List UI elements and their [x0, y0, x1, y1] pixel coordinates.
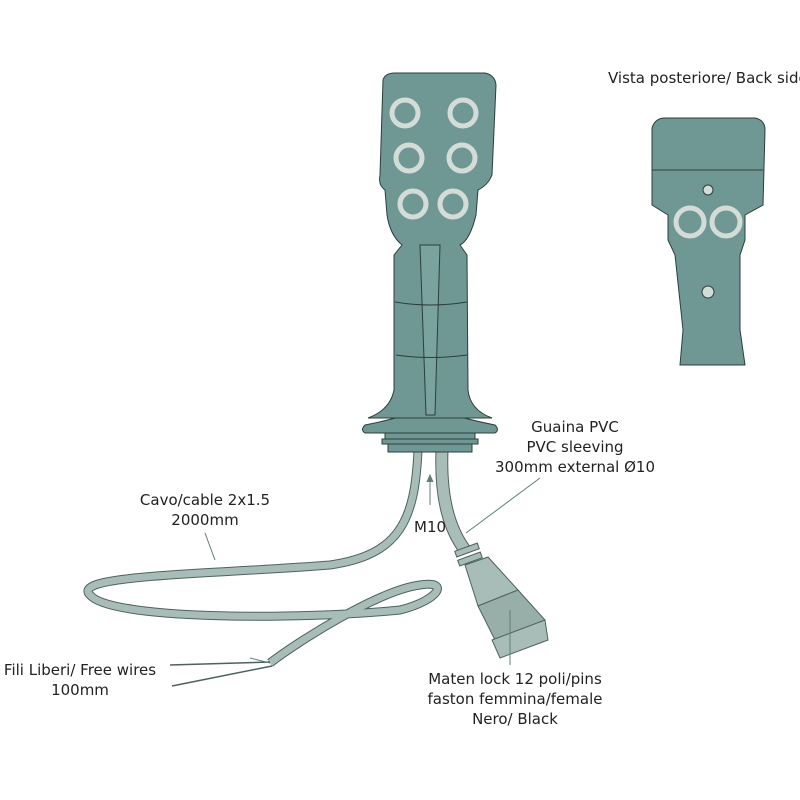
- sleeving-line-3: 300mm external Ø10: [494, 458, 655, 476]
- button-3: [393, 142, 425, 174]
- button-1: [389, 97, 421, 129]
- joystick-handle: [367, 72, 497, 419]
- cable-line-1: Cavo/cable 2x1.5: [139, 491, 271, 509]
- screw-icon: [701, 285, 715, 299]
- connector-line-3: Nero/ Black: [472, 710, 558, 728]
- main-cable: [83, 449, 442, 667]
- sleeving-line-1: Guaina PVC: [531, 418, 619, 436]
- free-wires-line-1: Fili Liberi/ Free wires: [3, 661, 157, 679]
- button-4: [446, 142, 478, 174]
- connector-label: Maten lock 12 poli/pins faston femmina/f…: [420, 669, 610, 729]
- back-side-view: [651, 117, 766, 366]
- free-wires: [169, 661, 273, 687]
- thread-label: M10: [414, 518, 447, 536]
- back-side-label: Vista posteriore/ Back side: [608, 69, 800, 87]
- leader-lines: [204, 473, 541, 665]
- button-6: [437, 188, 469, 220]
- screw-icon: [702, 184, 714, 196]
- button-5: [397, 188, 429, 220]
- connector: [454, 542, 549, 659]
- buttons: [389, 97, 479, 220]
- connector-line-1: Maten lock 12 poli/pins: [428, 670, 602, 688]
- cable-label: Cavo/cable 2x1.5 2000mm: [130, 490, 280, 530]
- sleeving-label: Guaina PVC PVC sleeving 300mm external Ø…: [490, 417, 660, 477]
- button-2: [447, 97, 479, 129]
- cable-line-2: 2000mm: [171, 511, 239, 529]
- connector-line-2: faston femmina/female: [427, 690, 603, 708]
- joystick-base: [362, 409, 498, 453]
- free-wires-line-2: 100mm: [51, 681, 109, 699]
- free-wires-label: Fili Liberi/ Free wires 100mm: [0, 660, 160, 700]
- sleeving-line-2: PVC sleeving: [526, 438, 624, 456]
